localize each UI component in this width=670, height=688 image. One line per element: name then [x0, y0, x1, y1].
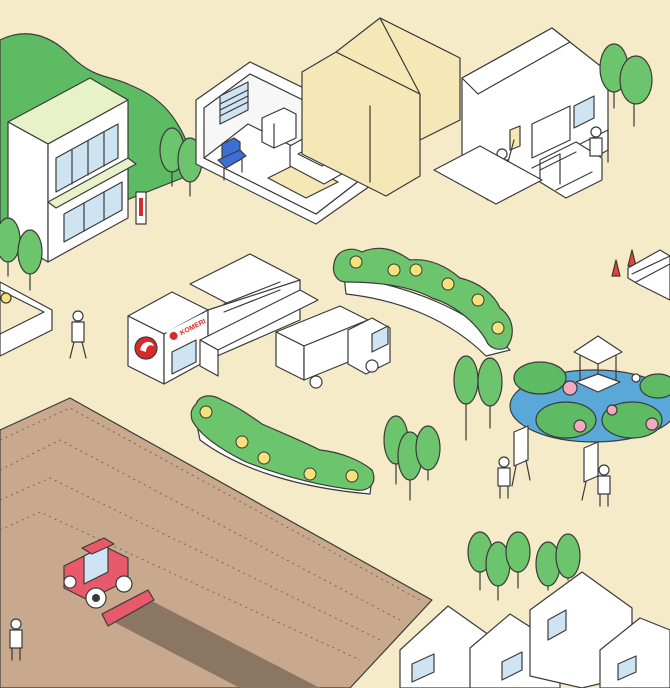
pedestrian: [69, 310, 87, 359]
lumber-stack: [627, 249, 670, 301]
easel-icon-second: [581, 441, 611, 507]
komeri-store: KOMERI: [127, 253, 319, 385]
truck-icon: [275, 305, 391, 389]
houses-bottom-right: [399, 571, 670, 688]
farmer: [9, 618, 23, 661]
cream-house-row: [301, 17, 461, 197]
tree-cluster-lower: [467, 531, 581, 601]
gazebo-icon: [573, 335, 623, 393]
office-building: [7, 77, 147, 263]
chair-icon: [217, 137, 247, 181]
tree-cluster-middle: [383, 355, 503, 501]
tractor-icon: [63, 537, 155, 627]
tree-cluster-right: [599, 43, 653, 127]
flower-bed-lower: [190, 395, 375, 495]
white-house-right: [433, 27, 609, 205]
fenced-garden: [0, 281, 53, 357]
lotus-pond: [509, 335, 670, 443]
easel-icon: [497, 425, 531, 499]
flower-bed-upper: [332, 247, 513, 357]
tree-cluster-left: [0, 127, 203, 291]
